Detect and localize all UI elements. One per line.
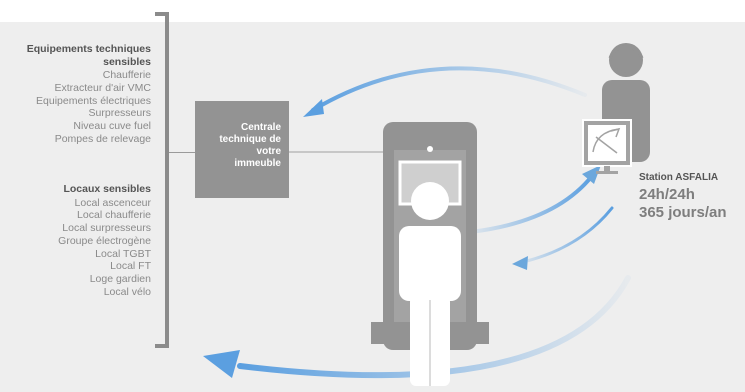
room-item: Groupe électrogène xyxy=(58,234,151,247)
station-days: 365 jours/an xyxy=(639,204,727,221)
sensitive-rooms-list: Locaux sensibles Local ascenceur Local c… xyxy=(0,183,151,299)
bracket-connector-line xyxy=(169,152,195,153)
sensitive-equipment-list: Equipements techniques sensibles Chauffe… xyxy=(0,43,151,146)
arrow-door-to-station xyxy=(468,165,601,234)
central-unit-label-line: immeuble xyxy=(234,158,281,169)
equipment-item: Pompes de relevage xyxy=(54,132,151,145)
station-label: Station ASFALIA xyxy=(639,172,719,183)
arrow-station-to-door xyxy=(512,206,614,270)
list-bracket xyxy=(155,12,169,348)
station-hours: 24h/24h xyxy=(639,186,695,203)
room-item: Local ascenceur xyxy=(74,196,151,209)
room-item: Local FT xyxy=(110,260,151,273)
sensitive-equipment-title: Equipements techniques sensibles xyxy=(26,43,151,68)
equipment-item: Surpresseurs xyxy=(88,107,151,120)
room-item: Local vélo xyxy=(103,286,151,299)
central-unit-label-line: votre xyxy=(256,146,281,157)
equipment-item: Chaufferie xyxy=(102,69,151,81)
central-technical-unit: Centrale technique de votre immeuble xyxy=(195,101,289,198)
arrow-bottom-return xyxy=(203,275,631,379)
room-item: Local TGBT xyxy=(95,247,151,260)
equipment-item: Niveau cuve fuel xyxy=(73,120,151,133)
central-unit-label-line: Centrale xyxy=(240,122,281,133)
equipment-item: Equipements électriques xyxy=(36,94,151,107)
central-unit-label-line: technique de xyxy=(219,134,281,145)
sensitive-rooms-title: Locaux sensibles xyxy=(63,183,151,195)
equipment-item: Extracteur d'air VMC xyxy=(54,81,151,94)
room-item: Loge gardien xyxy=(89,273,151,286)
room-item: Local surpresseurs xyxy=(62,222,151,235)
room-item: Local chaufferie xyxy=(77,209,151,222)
person-icon xyxy=(399,182,461,386)
monitor-icon xyxy=(582,119,632,174)
arrow-station-to-central xyxy=(303,66,587,117)
